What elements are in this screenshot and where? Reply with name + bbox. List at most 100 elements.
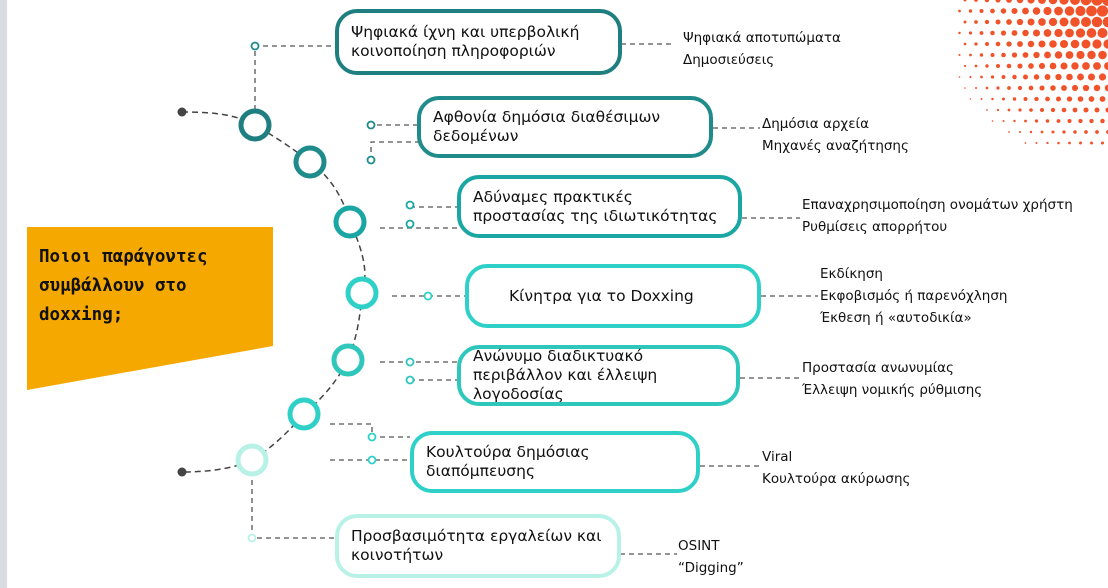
subitem: Επαναχρησιμοποίηση ονομάτων χρήστη: [802, 197, 1073, 213]
halftone-dot: [991, 120, 994, 122]
halftone-dot: [968, 31, 973, 35]
halftone-dot: [1033, 51, 1040, 59]
subitem: Έλλειψη νομικής ρύθμισης: [802, 382, 983, 398]
halftone-dot: [1096, 5, 1108, 17]
halftone-dot: [1105, 107, 1108, 113]
halftone-dot: [1061, 107, 1067, 113]
halftone-dot: [1054, 51, 1063, 59]
halftone-dot: [958, 53, 961, 57]
halftone-dot: [1013, 119, 1016, 123]
halftone-dot: [984, 19, 990, 25]
halftone-dot: [1023, 97, 1028, 101]
halftone-dot: [996, 64, 1000, 68]
halftone-dot: [1044, 74, 1051, 80]
subitem: Εκδίκηση: [820, 266, 883, 282]
factor-subitems: Επαναχρησιμοποίηση ονομάτων χρήστη Ρυθμί…: [802, 194, 1073, 238]
halftone-dot: [1027, 18, 1035, 26]
halftone-dot: [990, 52, 995, 58]
factor-title: Αφθονία δημόσια διαθέσιμων δεδομένων: [433, 108, 661, 145]
halftone-dot: [1071, 62, 1079, 70]
halftone-dot: [1012, 97, 1017, 101]
halftone-dot: [1050, 85, 1056, 91]
halftone-dot: [990, 75, 995, 79]
factor-title: Ανώνυμο διαδικτυακό περιβάλλον και έλλει…: [473, 347, 658, 403]
halftone-dot: [1016, 18, 1024, 26]
halftone-dot: [1049, 62, 1057, 70]
halftone-dot: [1071, 84, 1079, 92]
halftone-dot: [1104, 84, 1108, 92]
question-banner: Ποιοι παράγοντες συμβάλλουν στο doxxing;: [27, 227, 273, 390]
subitem: Μηχανές αναζήτησης: [762, 138, 909, 154]
halftone-dot: [1086, 28, 1097, 38]
halftone-dot: [1029, 130, 1033, 134]
halftone-dot: [985, 42, 989, 46]
connector-nodes: [247, 41, 433, 543]
halftone-dot: [995, 19, 1001, 25]
halftone-dot: [1017, 41, 1023, 47]
subitem: Δημόσια αρχεία: [762, 116, 869, 132]
halftone-dot: [1099, 96, 1106, 102]
halftone-dot: [1039, 85, 1045, 91]
halftone-dot: [1006, 63, 1012, 69]
halftone-dot: [1073, 130, 1077, 134]
halftone-dot: [996, 108, 1000, 112]
factor-subitems: Προστασία ανωνυμίας Έλλειψη νομικής ρύθμ…: [802, 357, 982, 401]
halftone-dot: [1059, 17, 1069, 27]
halftone-dot: [1064, 6, 1075, 16]
halftone-dot: [1027, 40, 1035, 48]
halftone-dot: [1081, 39, 1091, 49]
halftone-dot: [974, 42, 978, 46]
halftone-dot: [1103, 39, 1108, 49]
halftone-dot: [1092, 39, 1102, 49]
halftone-dot: [1080, 16, 1092, 28]
halftone-dot: [1091, 16, 1103, 28]
halftone-dot: [1077, 96, 1084, 102]
halftone-dot: [1038, 62, 1046, 70]
halftone-dot: [1054, 6, 1063, 16]
halftone-dot: [1086, 5, 1097, 17]
factor-subitems: Εκδίκηση Εκφοβισμός ή παρενόχληση Έκθεση…: [820, 263, 1007, 329]
halftone-dot: [1043, 6, 1052, 16]
halftone-dot: [974, 20, 978, 24]
halftone-dot: [985, 64, 989, 68]
question-line: Ποιοι παράγοντες: [39, 247, 208, 267]
halftone-dot: [979, 8, 984, 14]
halftone-dot: [974, 0, 978, 2]
halftone-dot: [1032, 7, 1041, 15]
halftone-dot: [1028, 63, 1034, 69]
halftone-dot: [980, 98, 983, 100]
halftone-dot: [1038, 18, 1046, 26]
halftone-dot: [1076, 50, 1085, 60]
halftone-dot: [1022, 29, 1029, 37]
halftone-dot: [1016, 0, 1024, 4]
halftone-dot: [1066, 73, 1073, 81]
halftone-dot: [1034, 96, 1039, 102]
spine-start-dot: [177, 107, 187, 117]
halftone-dot: [984, 0, 990, 3]
subitem: Δημοσιεύσεις: [683, 52, 775, 68]
halftone-dot: [1097, 28, 1108, 38]
halftone-dot: [1049, 40, 1057, 48]
factor-title: Κίνητρα για το Doxxing: [509, 286, 694, 305]
factor-subitems: Ψηφιακά αποτυπώματα Δημοσιεύσεις: [683, 27, 841, 71]
halftone-dot: [1050, 107, 1056, 113]
halftone-dot: [969, 53, 972, 57]
halftone-dot: [1102, 0, 1108, 6]
halftone-dot: [1055, 96, 1062, 102]
halftone-dot: [1059, 0, 1069, 5]
halftone-dot: [958, 9, 961, 13]
halftone-dot: [1082, 84, 1090, 92]
factor-title: Ψηφιακά ίχνη και υπερβολική κοινοποίηση …: [351, 23, 580, 60]
factor-subitems: Viral Κουλτούρα ακύρωσης: [762, 446, 910, 490]
halftone-dot: [1089, 118, 1094, 124]
halftone-dots-decoration: [958, 0, 1108, 145]
halftone-dot: [1070, 17, 1080, 27]
halftone-dot: [963, 42, 967, 46]
factor-title: Αδύναμες πρακτικές προστασίας της ιδιωτι…: [473, 187, 718, 225]
question-banner-shape: [27, 227, 273, 390]
halftone-dot: [1018, 130, 1022, 134]
halftone-dot: [1040, 130, 1044, 134]
halftone-dot: [1001, 97, 1006, 101]
halftone-dot: [1000, 30, 1007, 36]
halftone-dot: [1093, 84, 1101, 92]
